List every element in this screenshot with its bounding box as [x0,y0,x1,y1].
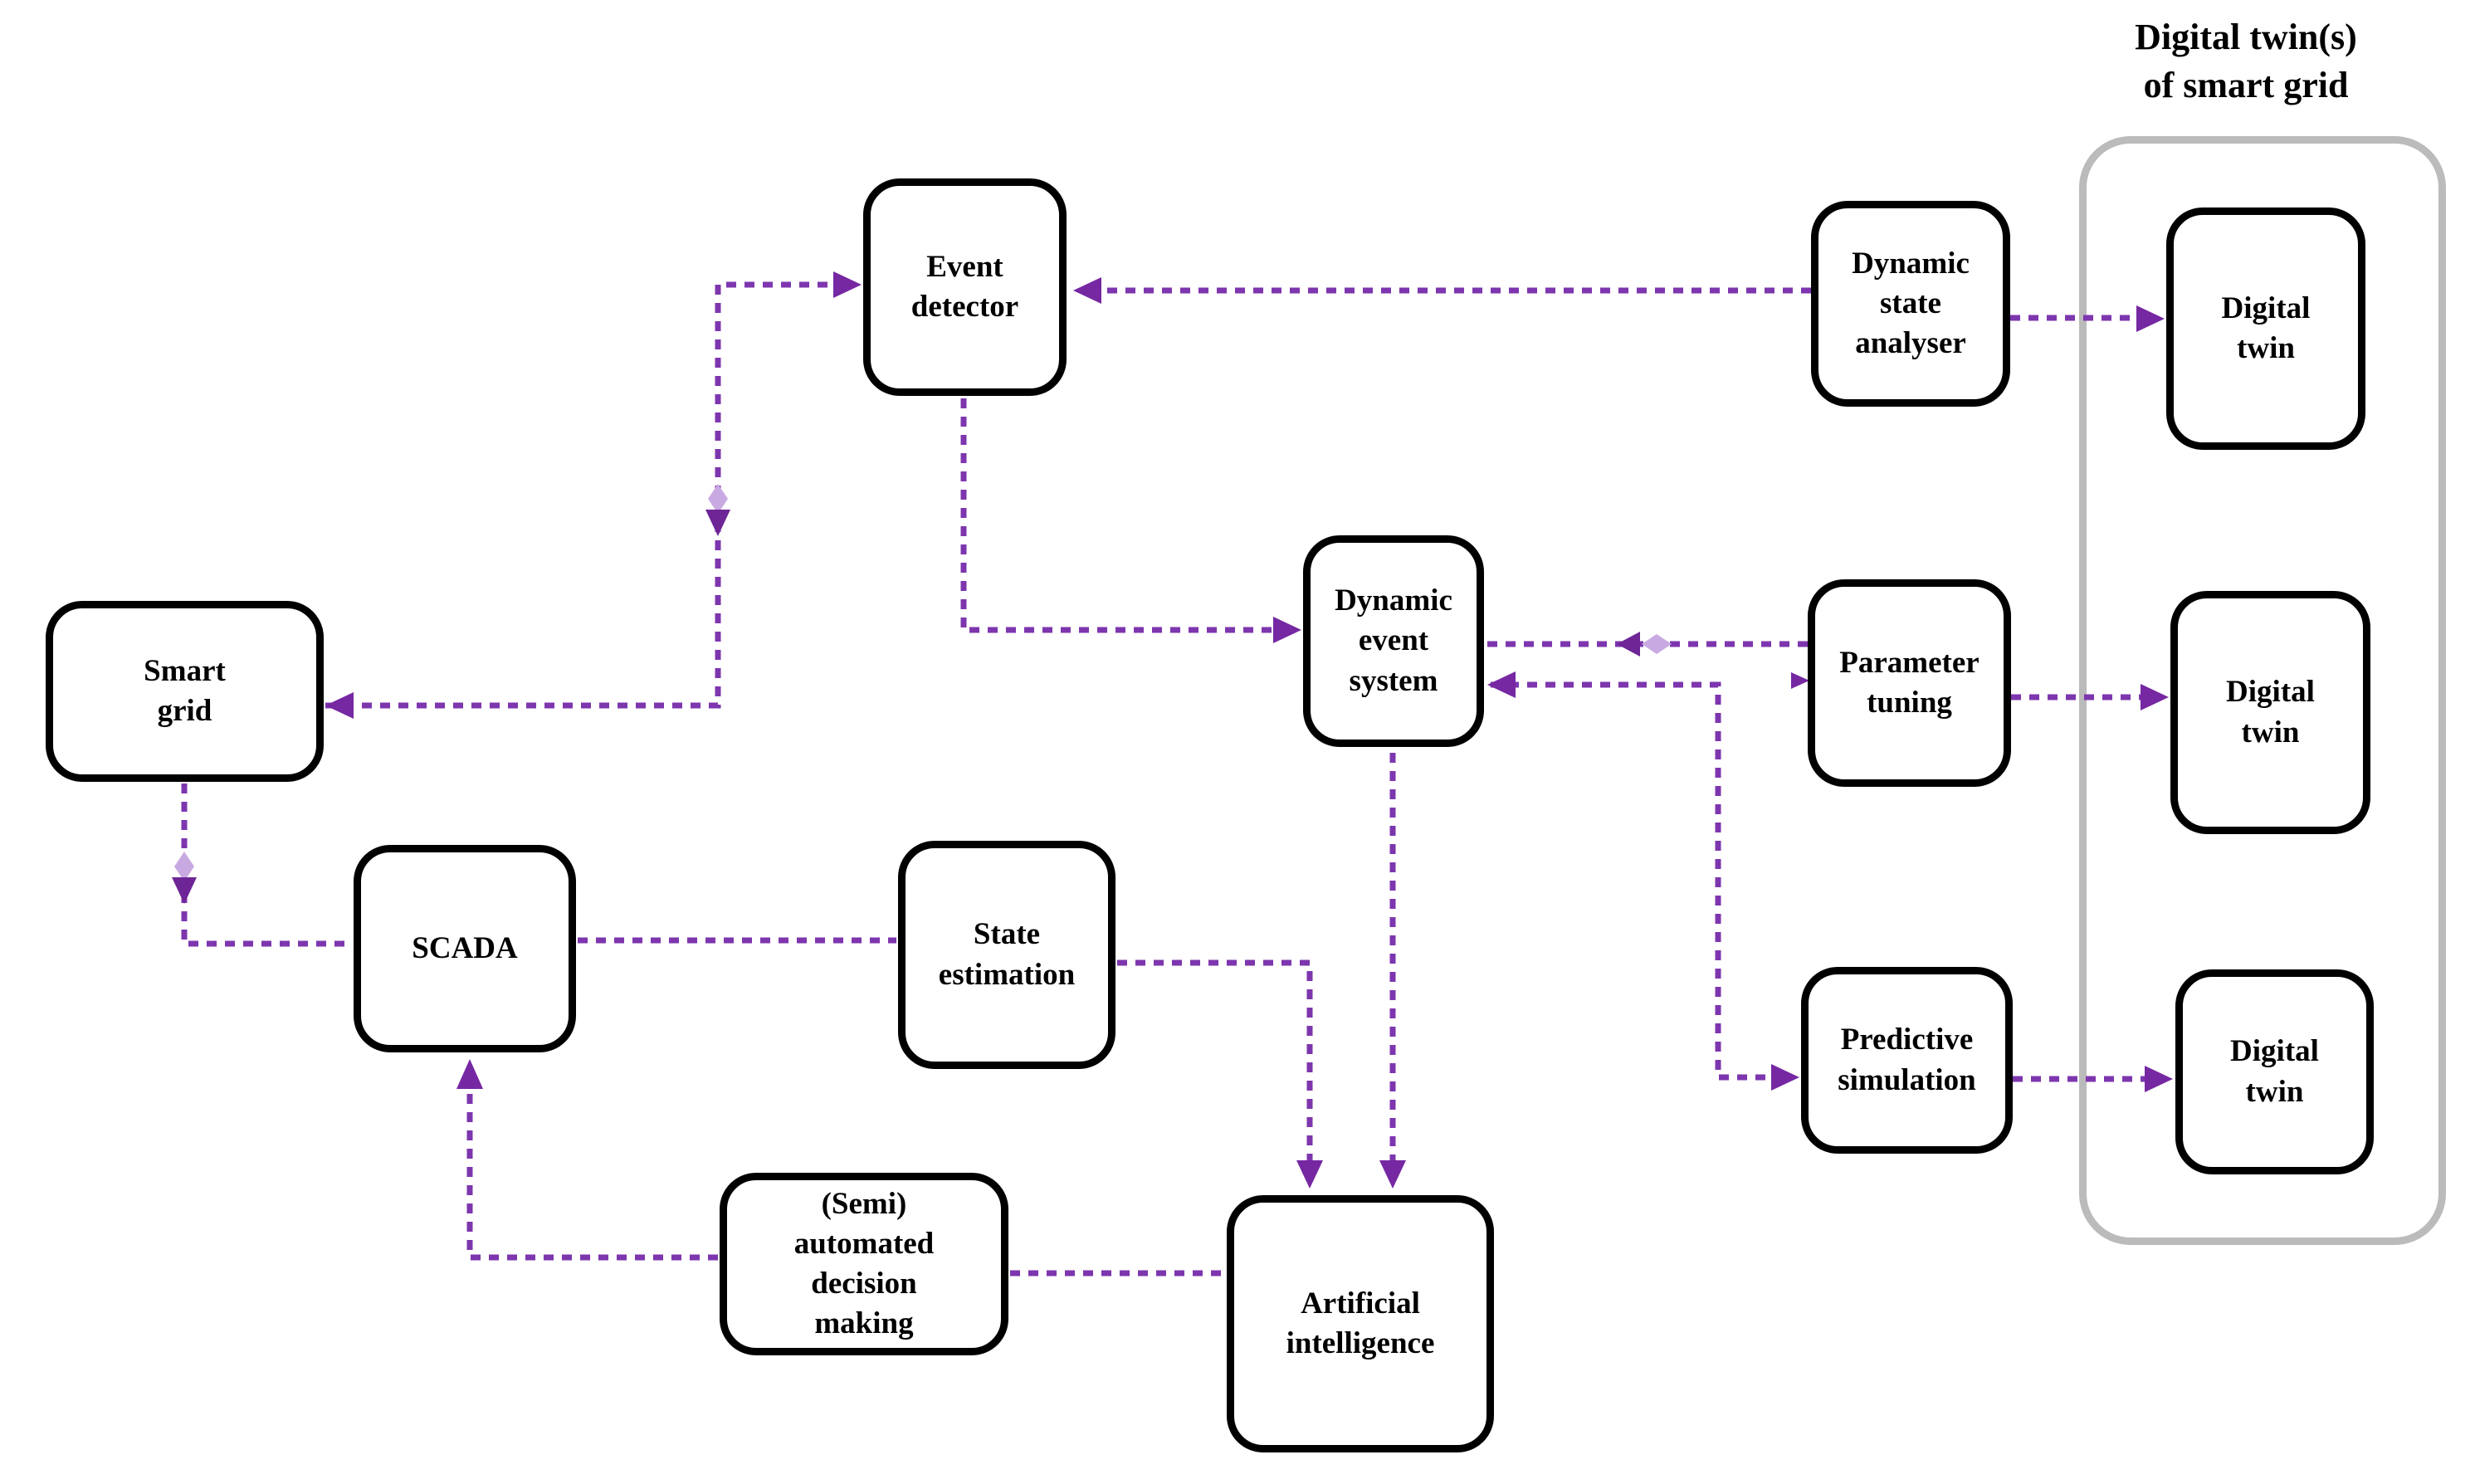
mid-arrow-left-parameter-tuning-line [1617,632,1672,657]
node-semi-automated-decision-making: (Semi) automated decision making [720,1173,1008,1355]
node-digital-twin-3: Digital twin [2175,969,2374,1174]
node-parameter-tuning: Parameter tuning [1808,579,2011,787]
arrowhead-into-scada-bottom [456,1059,483,1089]
arrowhead-into-digital-twin-2 [2141,684,2169,710]
arrowhead-into-digital-twin-1 [2136,305,2165,332]
digital-twins-group-title: Digital twin(s) of smart grid [2135,17,2357,106]
node-smart-grid: Smart grid [46,601,324,782]
arrowhead-into-predictive-simulation [1771,1064,1799,1091]
mid-arrow-down-smart-grid-scada-line [172,852,197,904]
arrowhead-into-smart-grid [325,692,354,719]
node-predictive-simulation: Predictive simulation [1801,967,2013,1154]
mid-arrow-down-event-detector-line [705,484,730,536]
edge-predictive-simulation-dynamic-event-system [1491,681,1791,1081]
arrowhead-into-event-detector-right [1073,277,1101,304]
arrowhead-into-dynamic-event-system-upper [1273,617,1301,643]
node-dynamic-state-analyser: Dynamic state analyser [1811,201,2010,407]
edge-semi-automated-scada [466,1074,718,1261]
edge-smart-grid-event-detector [325,281,853,709]
edge-smart-grid-scada [181,783,352,947]
node-digital-twin-1: Digital twin [2166,207,2365,450]
node-artificial-intelligence: Artificial intelligence [1227,1195,1494,1452]
node-dynamic-event-system: Dynamic event system [1303,535,1484,747]
edge-event-detector-dynamic-event-system [960,398,1293,633]
arrowhead-into-artificial-intelligence-left [1296,1160,1323,1189]
node-digital-twin-2: Digital twin [2170,591,2370,834]
arrowhead-into-artificial-intelligence-right [1379,1160,1406,1189]
arrowhead-into-dynamic-event-system-lower [1487,671,1516,698]
node-state-estimation: State estimation [898,841,1115,1069]
node-event-detector: Event detector [863,178,1067,396]
node-scada: SCADA [354,845,576,1052]
arrowhead-into-digital-twin-3 [2145,1066,2173,1092]
arrowhead-into-event-detector-left [833,271,862,298]
arrowhead-stub-into-parameter-tuning [1791,672,1809,689]
edge-state-estimation-artificial-intelligence [1117,959,1313,1174]
